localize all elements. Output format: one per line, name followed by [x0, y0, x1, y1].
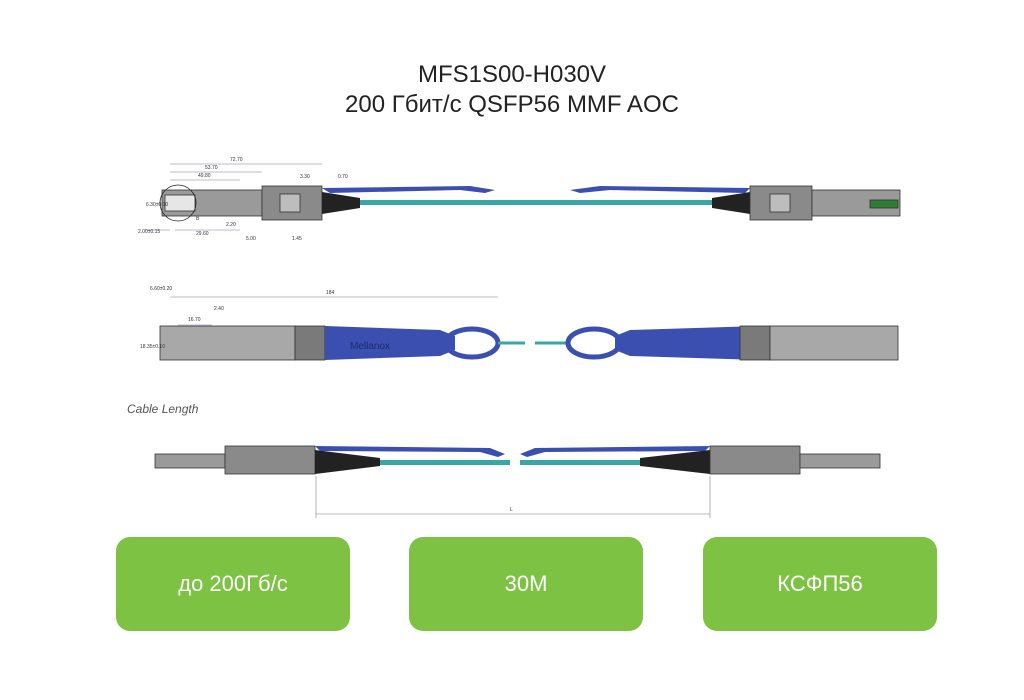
speed-badge: до 200Гб/с [116, 537, 350, 631]
right-pull-tab [570, 186, 750, 193]
left-pull-tab [322, 186, 495, 193]
dim-2-00: 2.00±0.15 [138, 229, 160, 235]
top-view-drawing: 72.70 53.70 49.80 29.60 3.30 0.70 5.00 2… [138, 157, 901, 242]
dim-49-80: 49.80 [198, 173, 211, 179]
right-connector-tab [869, 199, 899, 209]
cable-technical-drawing: 72.70 53.70 49.80 29.60 3.30 0.70 5.00 2… [138, 157, 901, 361]
right-side-loop [565, 326, 623, 360]
length-cable-right [520, 460, 640, 465]
dim-2-40: 2.40 [214, 306, 224, 312]
length-cable-left [380, 460, 510, 465]
left-connector-latch [164, 194, 196, 212]
left-side-latch [294, 325, 326, 361]
dim-53-70: 53.70 [205, 165, 218, 171]
length-marker-l: L [510, 507, 513, 513]
product-model-title: MFS1S00-H030V [417, 61, 607, 88]
feature-badges: до 200Гб/с 30M КСФП56 [0, 537, 1024, 631]
length-badge: 30M [409, 537, 643, 631]
title-block: MFS1S00-H030V 200 Гбит/с QSFP56 MMF AOC [0, 60, 1024, 120]
length-left-body [224, 445, 316, 475]
length-right-boot [640, 450, 710, 474]
left-boot [322, 192, 360, 214]
left-side-housing [159, 325, 296, 361]
length-left-tab [315, 446, 505, 457]
dim-0-70: 0.70 [338, 174, 348, 180]
length-right-housing [799, 453, 881, 469]
dim-18-35: 18.35±0.10 [140, 344, 165, 350]
detail-label-b: B [196, 216, 200, 222]
right-side-boot [615, 326, 760, 360]
dim-6-30: 6.30±0.10 [146, 202, 168, 208]
right-side-latch [739, 325, 771, 361]
length-right-tab [520, 446, 710, 457]
dim-2-20: 2.20 [226, 222, 236, 228]
right-boot [712, 192, 750, 214]
dim-16-70: 16.70 [188, 317, 201, 323]
dim-3-30: 3.30 [300, 174, 310, 180]
left-side-boot [325, 326, 455, 360]
side-view-drawing: Mellanox 184 16.70 2.40 6.60±0.20 18.35±… [140, 286, 899, 361]
length-left-housing [154, 453, 226, 469]
dim-29-60: 29.60 [196, 231, 209, 237]
form-factor-badge: КСФП56 [703, 537, 937, 631]
left-brand-label: Mellanox [350, 341, 390, 352]
dim-1-45: 1.45 [292, 236, 302, 242]
length-left-boot [315, 450, 380, 474]
dim-5-00: 5.00 [246, 236, 256, 242]
cable [360, 200, 750, 205]
dim-72-70: 72.70 [230, 157, 243, 163]
cable-length-caption: Cable Length [127, 402, 199, 416]
cable-length-drawing: L [154, 445, 881, 518]
dim-184: 184 [326, 290, 335, 296]
length-right-body [709, 445, 801, 475]
right-side-housing [769, 325, 899, 361]
left-connector-clip [279, 193, 301, 213]
right-connector-clip [769, 193, 791, 213]
detail-circle-b [159, 184, 197, 222]
dim-6-60: 6.60±0.20 [150, 286, 172, 292]
product-description-title: 200 Гбит/с QSFP56 MMF AOC [345, 91, 679, 118]
